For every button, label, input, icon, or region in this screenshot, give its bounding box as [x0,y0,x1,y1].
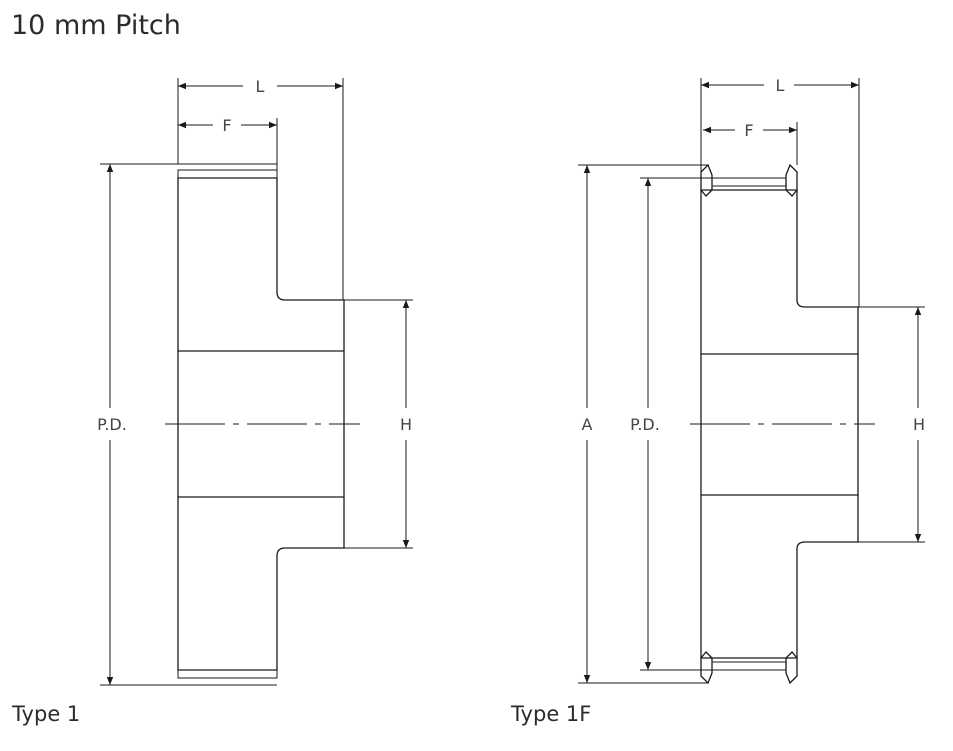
type1-drawing: L F P.D. H [97,77,413,686]
type1-upper-section [177,177,345,352]
type1-dim-PD: P.D. [97,415,127,434]
type1-label: Type 1 [12,702,81,726]
type1F-dim-A: A [582,415,593,434]
type1-dim-H: H [400,415,412,434]
type1F-dim-F: F [744,121,753,140]
type1F-top-flanges [700,163,713,197]
type1F-lower-section [700,494,859,659]
type1-lower-section [177,496,345,671]
type1F-dim-PD: P.D. [630,415,660,434]
type1-dim-L: L [256,77,265,96]
type1F-dim-H: H [913,415,925,434]
page-title: 10 mm Pitch [11,10,181,41]
type1F-dim-L: L [776,76,785,95]
type1F-drawing: L F A P.D. H [578,76,925,685]
type1-dim-F: F [222,116,231,135]
type1F-upper-section [700,189,859,355]
type1F-label: Type 1F [511,702,592,726]
type1F-bottom-flanges [700,651,713,685]
